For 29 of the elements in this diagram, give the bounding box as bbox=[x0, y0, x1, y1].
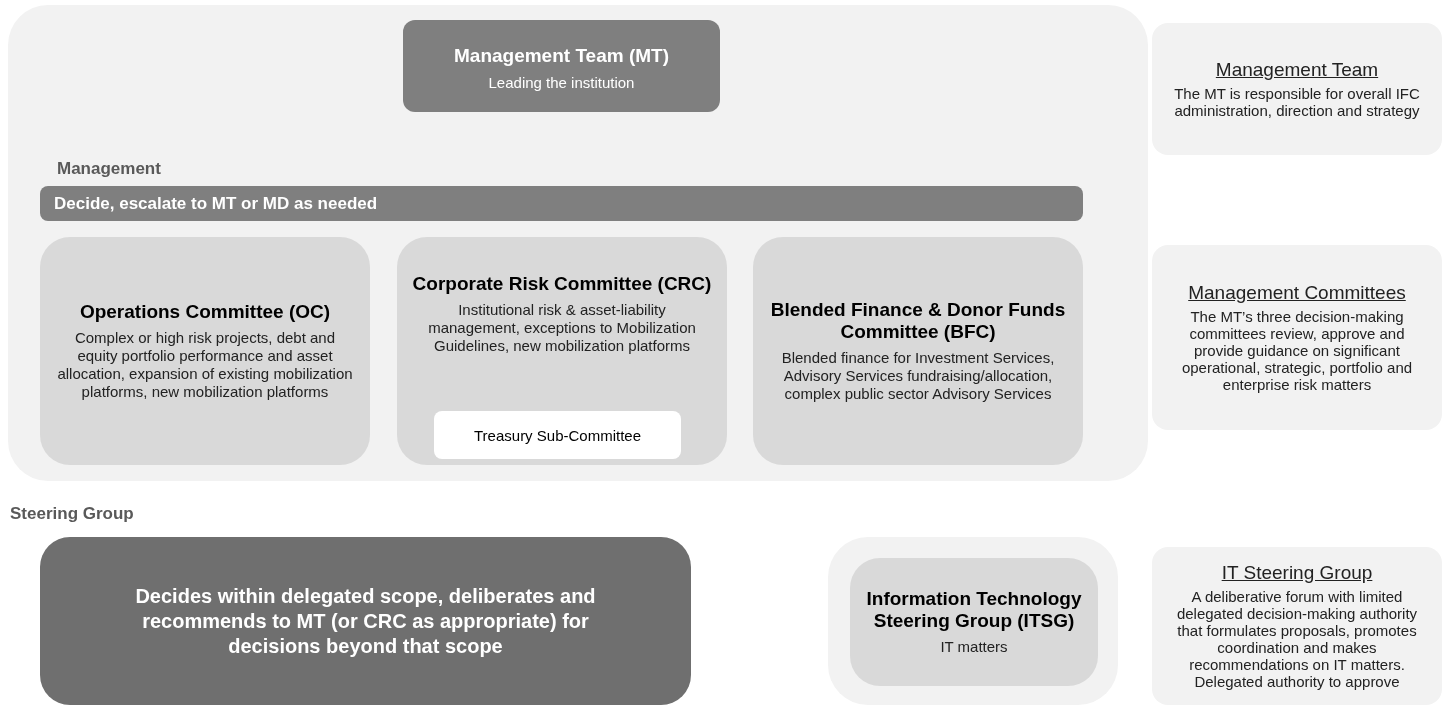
banner-text: Decide, escalate to MT or MD as needed bbox=[54, 193, 378, 214]
box-title: Treasury Sub-Committee bbox=[474, 426, 641, 444]
section-heading: Steering Group bbox=[10, 504, 134, 524]
title-box bbox=[403, 20, 720, 112]
box-text: A deliberative forum with limited delegated decision-making authority that formulates proposals, promotes coordination and makes recommendations on IT matters. Delegated authority to approve bbox=[1175, 588, 1419, 690]
box-title: Corporate Risk Committee (CRC) bbox=[412, 273, 712, 295]
section-heading: Management bbox=[57, 159, 161, 179]
group-panel bbox=[828, 537, 1118, 705]
group-panel bbox=[8, 5, 1148, 481]
box-title: Management Team (MT) bbox=[454, 44, 669, 68]
card-heading: IT Steering Group bbox=[1221, 562, 1373, 584]
committee-box bbox=[397, 237, 727, 465]
box-text: Leading the institution bbox=[488, 74, 635, 91]
box-title: Information Technology Steering Group (ITSG) bbox=[865, 588, 1083, 632]
box-text: IT matters bbox=[940, 638, 1008, 656]
box-text: Institutional risk & asset-liability management, exceptions to Mobilization Guidelines, new mobilization platforms bbox=[427, 301, 697, 355]
box-text: The MT’s three decision-making committees review, approve and provide guidance on significant operational, strategic, portfolio and enterprise risk matters bbox=[1180, 308, 1414, 393]
card-heading: Management Team bbox=[1215, 59, 1379, 81]
committee-box bbox=[40, 237, 370, 465]
box-title: Blended Finance & Donor Funds Committee (BFC) bbox=[769, 299, 1067, 343]
card-heading: Management Committees bbox=[1188, 282, 1406, 304]
box-text: Blended finance for Investment Services, Advisory Services fundraising/allocation, complex public sector Advisory Services bbox=[780, 349, 1056, 403]
body-text: Decides within delegated scope, deliberates and recommends to MT (or CRC as appropriate) for decisions beyond that scope bbox=[134, 583, 597, 659]
committee-box bbox=[753, 237, 1083, 465]
box-title: Operations Committee (OC) bbox=[79, 301, 331, 323]
sub-committee-box bbox=[434, 411, 681, 459]
box-text: The MT is responsible for overall IFC administration, direction and strategy bbox=[1173, 85, 1421, 119]
box-text: Complex or high risk projects, debt and equity portfolio performance and asset allocation, expansion of existing mobilization platforms, new mobilization platforms bbox=[56, 329, 354, 401]
committee-box bbox=[850, 558, 1098, 686]
